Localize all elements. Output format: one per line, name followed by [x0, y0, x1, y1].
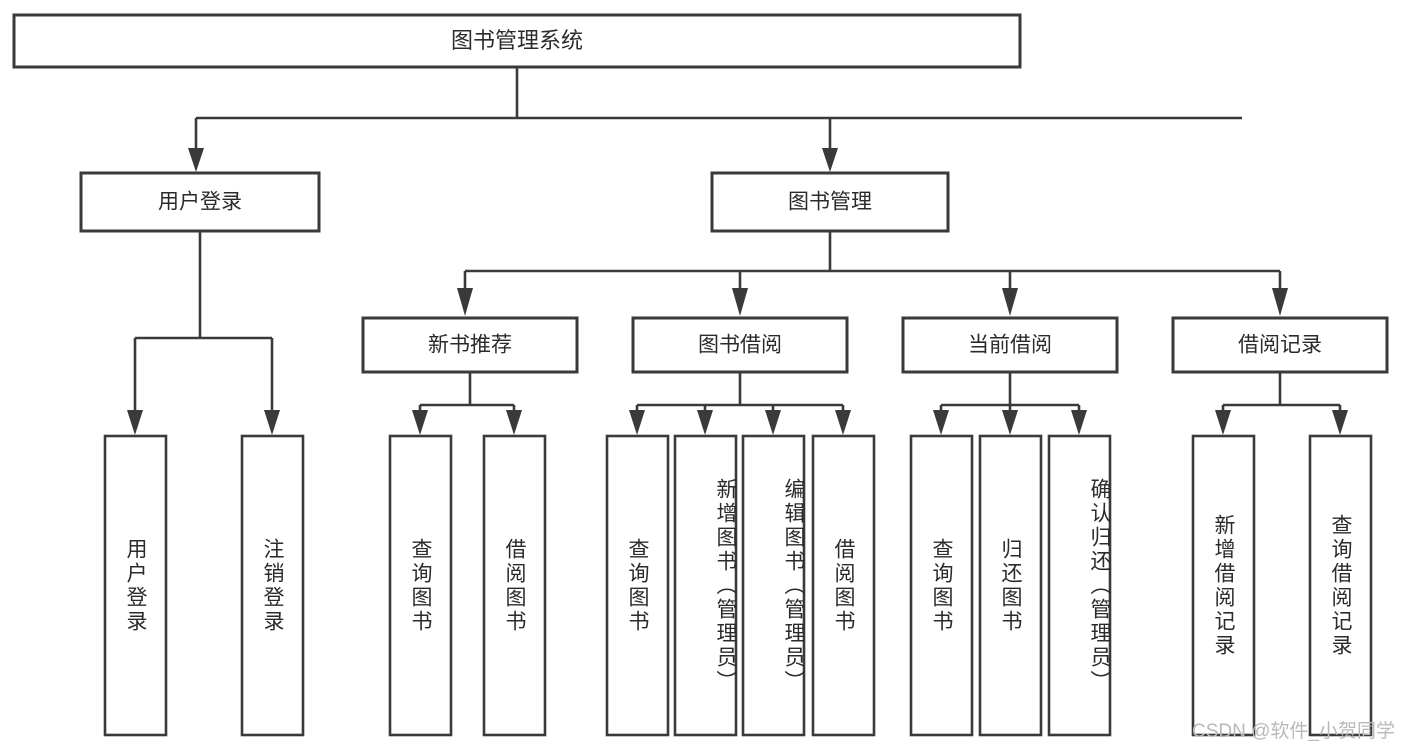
node-borrow-record-label: 借阅记录 [1238, 334, 1322, 357]
node-new-book-recommend-label: 新书推荐 [428, 334, 512, 357]
leaf-box-add-book[interactable] [673, 434, 738, 737]
node-current-borrow-label: 当前借阅 [968, 334, 1052, 357]
node-borrow-record[interactable]: 借阅记录 [1171, 316, 1389, 374]
arrow-head-icon [822, 148, 838, 172]
node-user-login-label: 用户登录 [158, 191, 242, 214]
leaf-box-add-borrow-record[interactable] [1191, 434, 1256, 737]
connector-root-to-level2 [188, 67, 1242, 172]
node-current-borrow-box [901, 316, 1119, 374]
connector-current-borrow-to-leaves [933, 372, 1087, 435]
leaf-box-logout[interactable] [240, 434, 305, 737]
arrow-head-icon [412, 410, 428, 435]
arrow-head-icon [1215, 410, 1231, 435]
leaf-box-borrow-book-2[interactable] [811, 434, 876, 737]
leaf-box-query-book-2[interactable] [605, 434, 670, 737]
node-user-login-box [79, 171, 321, 233]
arrow-head-icon [506, 410, 522, 435]
connector-new-book-recommend-to-leaves [412, 372, 522, 435]
connector-user-login-to-leaves [127, 231, 280, 435]
arrow-head-icon [1332, 410, 1348, 435]
leaf-box-borrow-book-1[interactable] [482, 434, 547, 737]
arrow-head-icon [1002, 410, 1018, 435]
leaf-box-query-book-3[interactable] [909, 434, 974, 737]
arrow-head-icon [127, 410, 143, 435]
arrow-head-icon [765, 410, 781, 435]
node-current-borrow[interactable]: 当前借阅 [901, 316, 1119, 374]
leaf-box-confirm-return[interactable] [1047, 434, 1112, 737]
arrow-head-icon [1002, 288, 1018, 316]
leaf-box-query-book-1[interactable] [388, 434, 453, 737]
leaf-box-return-book[interactable] [978, 434, 1043, 737]
arrow-head-icon [835, 410, 851, 435]
node-book-management[interactable]: 图书管理 [710, 171, 950, 233]
leaf-box-query-borrow-record[interactable] [1308, 434, 1373, 737]
node-root-box [12, 13, 1022, 69]
node-root[interactable]: 图书管理系统 [12, 13, 1022, 69]
leaf-box-edit-book[interactable] [741, 434, 806, 737]
node-user-login[interactable]: 用户登录 [79, 171, 321, 233]
connector-book-management-to-level3 [457, 231, 1288, 316]
node-new-book-recommend[interactable]: 新书推荐 [361, 316, 579, 374]
arrow-head-icon [697, 410, 713, 435]
arrow-head-icon [264, 410, 280, 435]
arrow-head-icon [1272, 288, 1288, 316]
connector-book-borrow-to-leaves [629, 372, 851, 435]
arrow-head-icon [732, 288, 748, 316]
arrow-head-icon [1071, 410, 1087, 435]
node-book-borrow[interactable]: 图书借阅 [631, 316, 849, 374]
watermark: CSDN @软件_小贺同学 [1192, 721, 1395, 742]
node-book-management-label: 图书管理 [788, 191, 872, 214]
arrow-head-icon [933, 410, 949, 435]
arrow-head-icon [457, 288, 473, 316]
connector-borrow-record-to-leaves [1215, 372, 1348, 435]
leaf-box-user-login[interactable] [103, 434, 168, 737]
node-root-label: 图书管理系统 [451, 28, 583, 53]
arrow-head-icon [188, 148, 204, 172]
node-new-book-recommend-box [361, 316, 579, 374]
arrow-head-icon [629, 410, 645, 435]
node-book-borrow-label: 图书借阅 [698, 334, 782, 357]
